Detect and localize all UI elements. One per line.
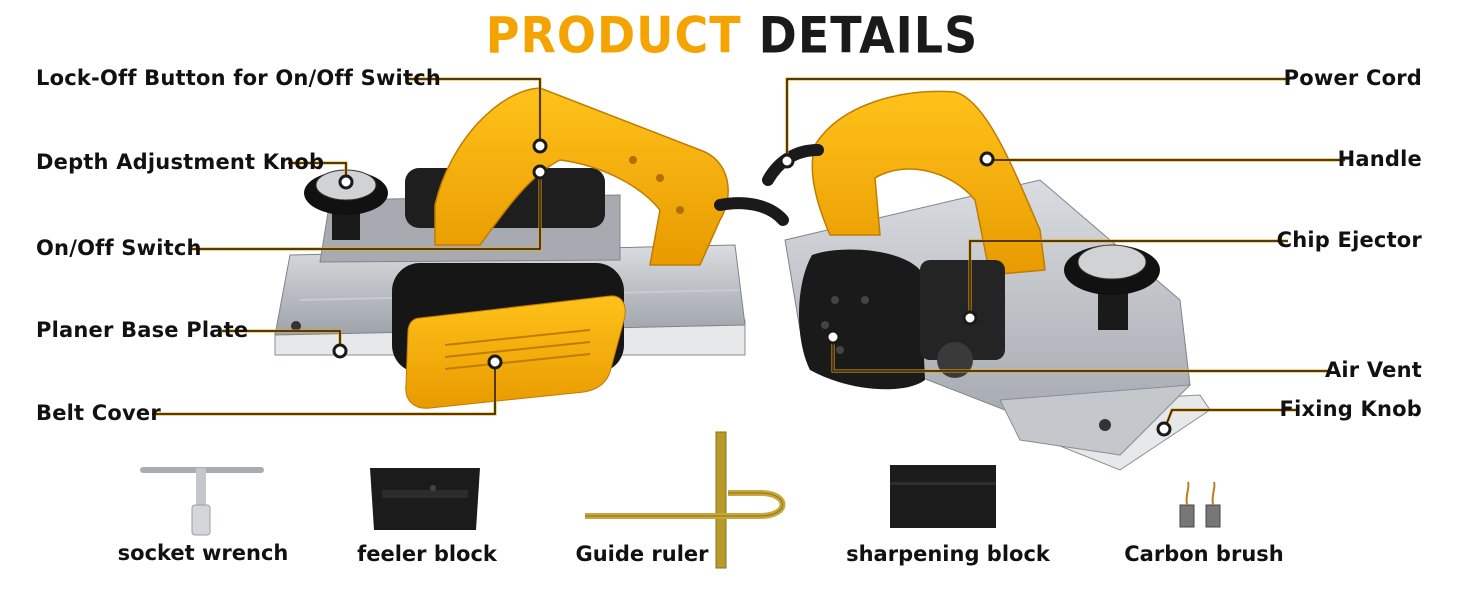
- carbon-brush-image: [1179, 481, 1221, 528]
- page-title: PRODUCT DETAILS: [0, 6, 1464, 64]
- label-chip-ejector: Chip Ejector: [1276, 228, 1422, 252]
- label-socket-wrench: socket wrench: [117, 541, 289, 565]
- sharpening-block-image: [890, 465, 996, 528]
- label-lock-off-button: Lock-Off Button for On/Off Switch: [36, 66, 441, 90]
- label-feeler-block: feeler block: [357, 542, 497, 566]
- right-planer: [762, 90, 1211, 471]
- left-callout-dots: [332, 138, 548, 370]
- guide-ruler-image: [585, 431, 786, 569]
- label-depth-adjustment-knob: Depth Adjustment Knob: [36, 150, 325, 174]
- label-power-cord: Power Cord: [1283, 66, 1422, 90]
- right-callout-dots: [779, 151, 1172, 437]
- label-guide-ruler: Guide ruler: [575, 542, 709, 566]
- feeler-block-image: [370, 468, 480, 530]
- title-details: DETAILS: [758, 5, 979, 65]
- label-belt-cover: Belt Cover: [36, 401, 161, 425]
- label-planer-base-plate: Planer Base Plate: [36, 318, 249, 342]
- label-carbon-brush: Carbon brush: [1124, 542, 1284, 566]
- socket-wrench-image: [140, 467, 264, 536]
- label-fixing-knob: Fixing Knob: [1279, 397, 1422, 421]
- label-sharpening-block: sharpening block: [846, 542, 1050, 566]
- label-handle: Handle: [1337, 147, 1422, 171]
- left-planer: [274, 87, 789, 409]
- label-air-vent: Air Vent: [1324, 358, 1422, 382]
- title-product: PRODUCT: [485, 5, 742, 65]
- label-on-off-switch: On/Off Switch: [36, 236, 202, 260]
